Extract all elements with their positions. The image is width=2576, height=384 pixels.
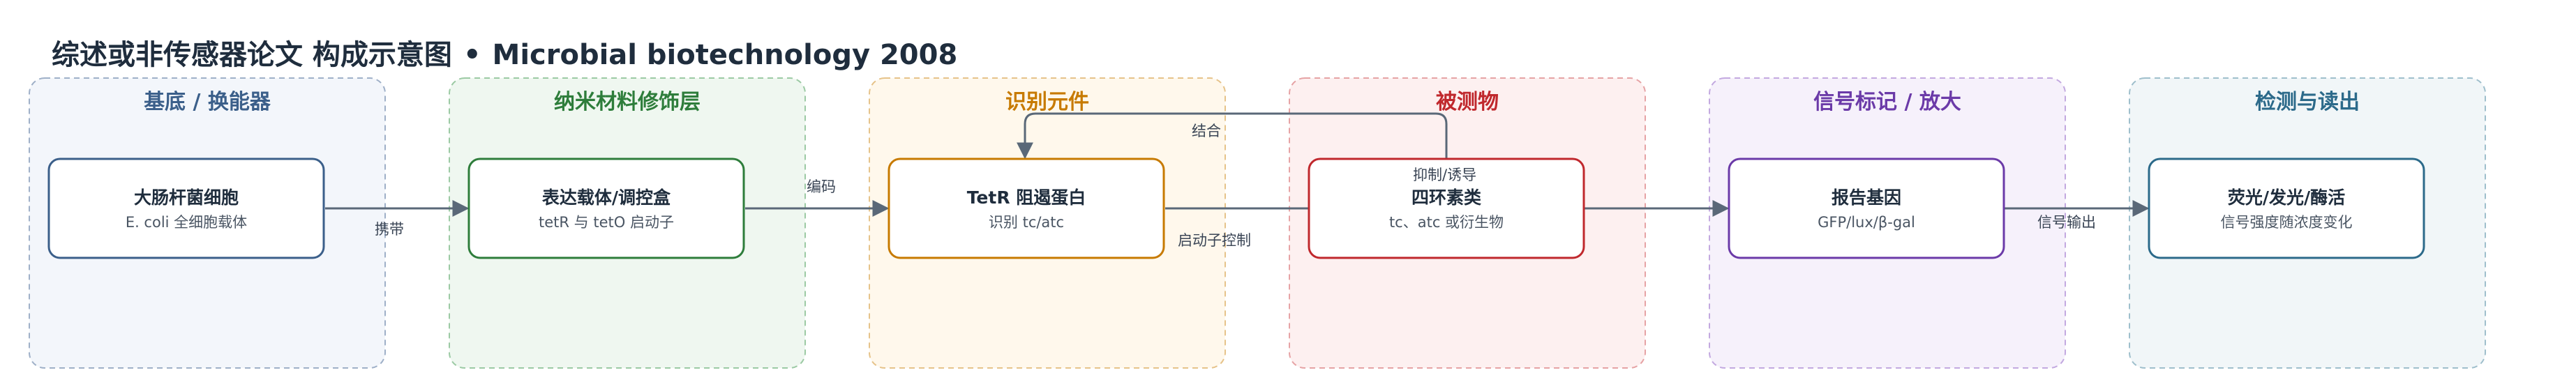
node-ecoli-cell[interactable]: 大肠杆菌细胞 E. coli 全细胞载体 — [47, 158, 325, 259]
node-title-1: 表达载体/调控盒 — [542, 187, 671, 208]
edge-label-encode: 编码 — [807, 178, 836, 195]
node-sub-3: tc、atc 或衍生物 — [1389, 214, 1504, 231]
node-title-3: 四环素类 — [1411, 187, 1482, 208]
node-box-5 — [2148, 158, 2425, 259]
edge-label-repress-induce: 抑制/诱导 — [1413, 167, 1476, 183]
node-readout[interactable]: 荧光/发光/酶活 信号强度随浓度变化 — [2148, 158, 2425, 259]
node-box-0 — [47, 158, 325, 259]
node-title-0: 大肠杆菌细胞 — [134, 187, 239, 208]
title-main: 综述或非传感器论文 构成示意图 — [52, 39, 452, 71]
title-source: Microbial biotechnology 2008 — [492, 39, 958, 71]
node-box-4 — [1728, 158, 2005, 259]
node-title-5: 荧光/发光/酶活 — [2228, 187, 2345, 208]
edge-label-promoter-control: 启动子控制 — [1178, 232, 1251, 249]
node-box-2 — [888, 158, 1165, 259]
nodes: 大肠杆菌细胞 E. coli 全细胞载体 表达载体/调控盒 tetR 与 tet… — [47, 158, 2425, 259]
edge-label-carry: 携带 — [375, 221, 404, 238]
edge-label-bind: 结合 — [1192, 123, 1221, 139]
node-reporter-gene[interactable]: 报告基因 GFP/lux/β-gal — [1728, 158, 2005, 259]
node-tetr-repressor[interactable]: TetR 阻遏蛋白 识别 tc/atc — [888, 158, 1165, 259]
node-sub-1: tetR 与 tetO 启动子 — [539, 214, 674, 231]
edge-label-signal-output: 信号输出 — [2037, 214, 2096, 231]
edge-labels: 携带 编码 结合 抑制/诱导 启动子控制 信号输出 — [375, 123, 2096, 249]
node-sub-4: GFP/lux/β-gal — [1818, 214, 1915, 231]
column-labels: 基底 / 换能器 纳米材料修饰层 识别元件 被测物 信号标记 / 放大 检测与读… — [144, 90, 2360, 114]
column-label-5: 检测与读出 — [2255, 90, 2360, 114]
node-box-1 — [467, 158, 745, 259]
node-sub-0: E. coli 全细胞载体 — [126, 214, 247, 231]
node-box-3 — [1308, 158, 1585, 259]
column-label-4: 信号标记 / 放大 — [1813, 90, 1961, 114]
column-label-0: 基底 / 换能器 — [144, 90, 271, 114]
node-tetracyclines[interactable]: 四环素类 tc、atc 或衍生物 — [1308, 158, 1585, 259]
column-label-1: 纳米材料修饰层 — [554, 90, 701, 114]
node-sub-5: 信号强度随浓度变化 — [2221, 214, 2353, 231]
title-separator: • — [463, 39, 481, 71]
node-sub-2: 识别 tc/atc — [989, 214, 1064, 231]
edge-bind — [1017, 112, 1448, 160]
node-expression-vector[interactable]: 表达载体/调控盒 tetR 与 tetO 启动子 — [467, 158, 745, 259]
page-title: 综述或非传感器论文 构成示意图 • Microbial biotechnology … — [52, 32, 957, 72]
node-title-4: 报告基因 — [1832, 187, 1901, 208]
column-label-2: 识别元件 — [1005, 90, 1089, 114]
column-label-3: 被测物 — [1436, 90, 1499, 114]
node-title-2: TetR 阻遏蛋白 — [967, 187, 1086, 208]
